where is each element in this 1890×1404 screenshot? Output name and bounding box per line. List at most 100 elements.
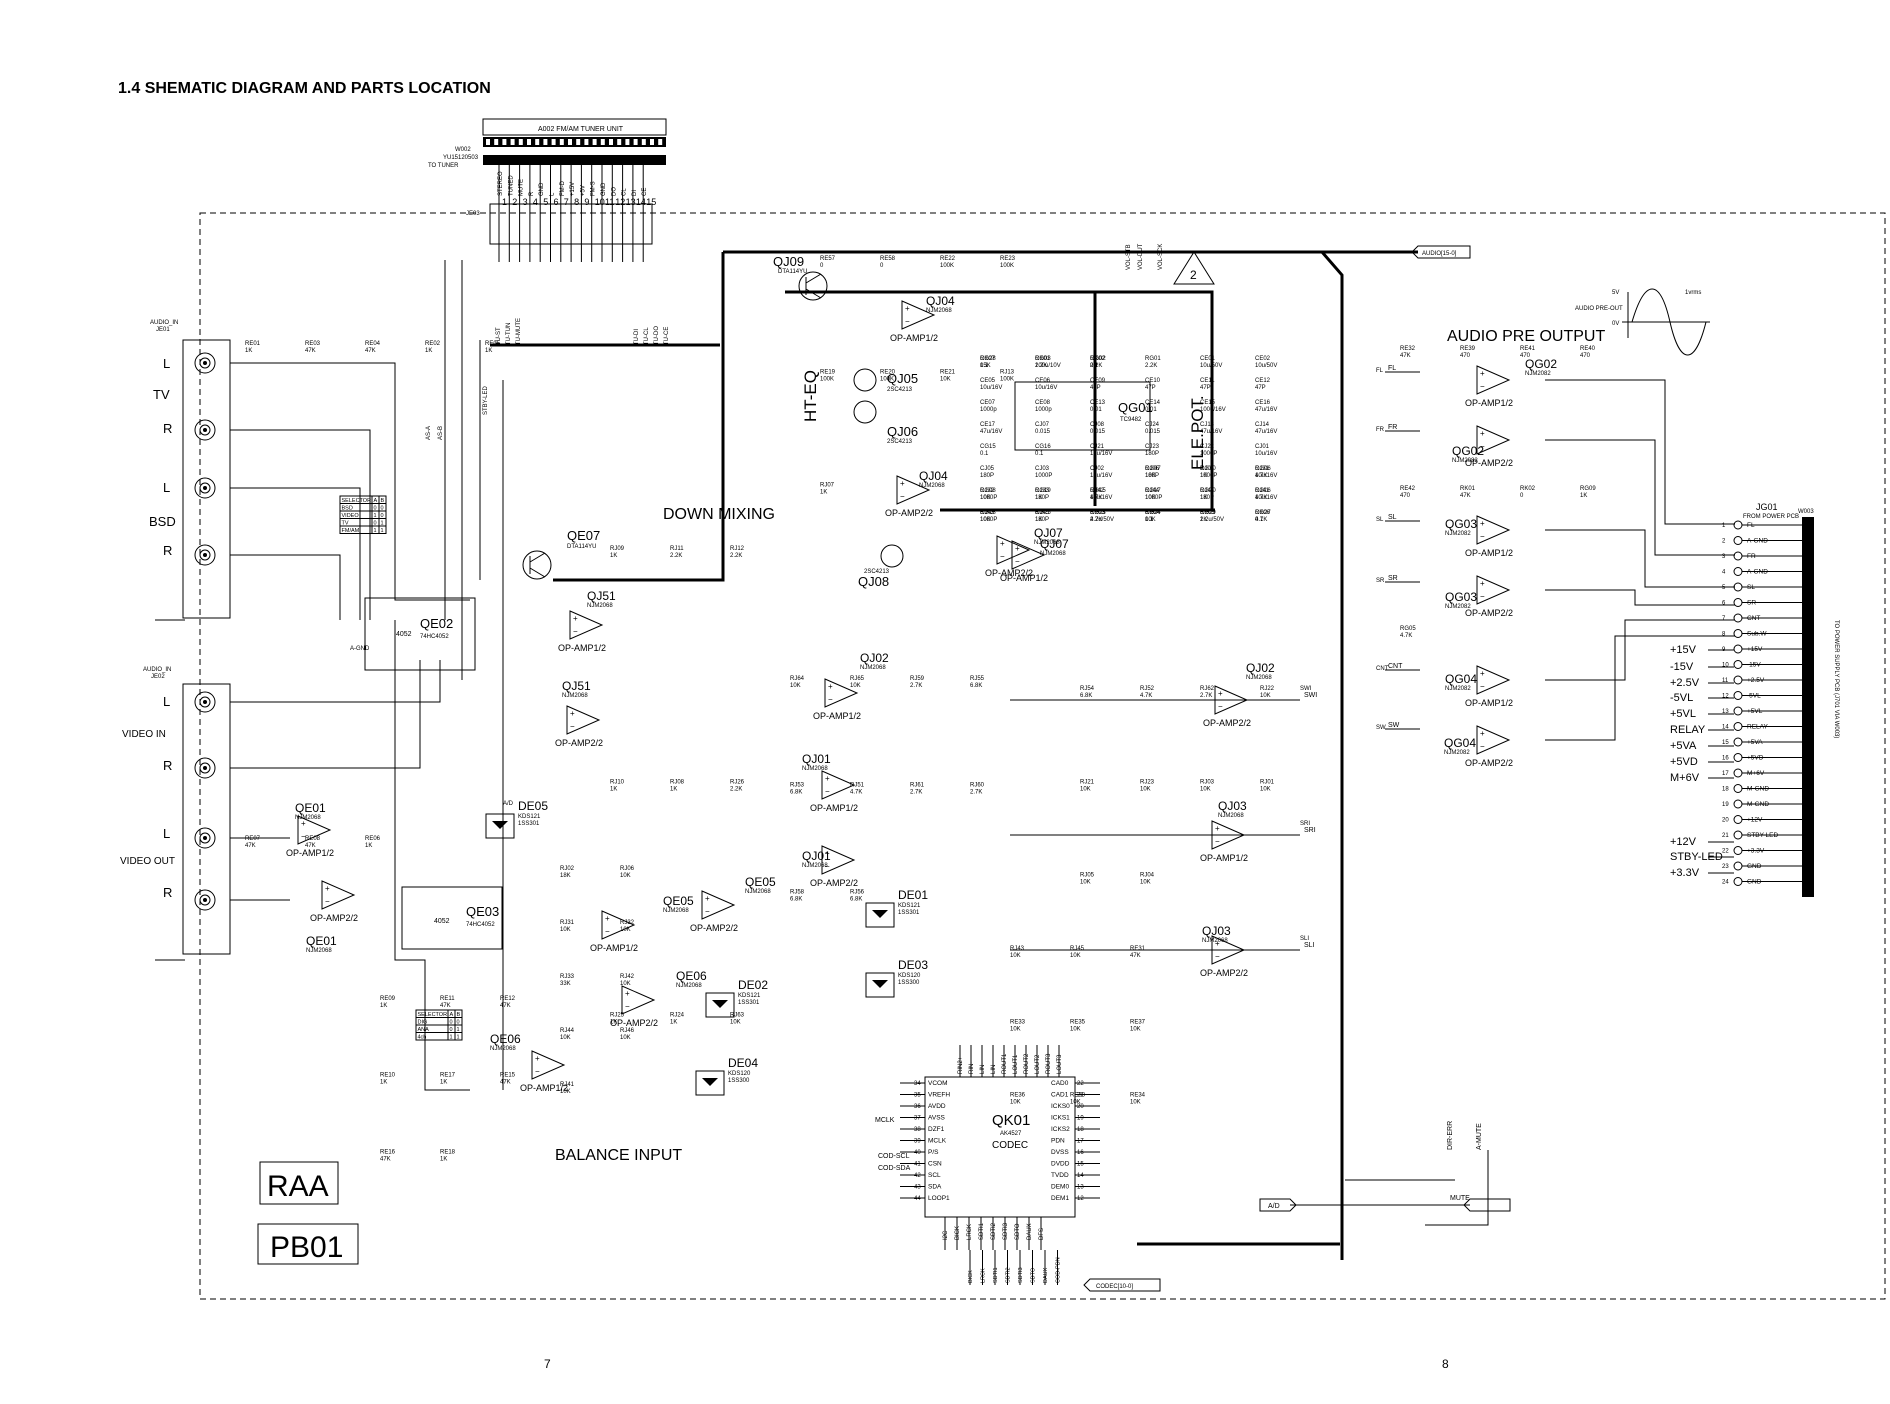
codec-pin-number: 21: [1077, 1093, 1084, 1099]
component-value: 10u/16V: [1090, 495, 1112, 501]
selector-cell: A: [450, 1012, 454, 1018]
jg01-supply-label: M+6V: [1670, 772, 1700, 784]
codec-pin-name: SDTI2: [991, 1222, 997, 1240]
component-value: 1K: [670, 786, 677, 792]
codec-pin-name: CSN: [928, 1161, 942, 1168]
codec-bus-pin: SDTO: [1031, 1267, 1037, 1283]
opamp-half: OP-AMP1/2: [558, 643, 606, 653]
component-ref: RG07: [1145, 466, 1161, 472]
component-value: 1K: [440, 1156, 447, 1162]
opamp-half: OP-AMP1/2: [1200, 853, 1248, 863]
codec-aux-label: COD-SCL: [878, 1153, 910, 1160]
tuner-pin-number: 3: [523, 197, 528, 207]
component-value: 18K: [560, 873, 571, 879]
jg01-pin-signal: A-GND: [1747, 538, 1768, 545]
component-value: 100K: [1000, 263, 1014, 269]
component-value: 10K: [560, 927, 571, 933]
component-ref: CJ46: [1200, 488, 1215, 494]
audio-bus-tag: AUDIO[15-0]: [1411, 245, 1471, 259]
component-value: 2.2K: [1145, 363, 1157, 369]
jg01-pin-number: 6: [1722, 601, 1726, 607]
component-value: 47K: [365, 348, 376, 354]
svg-text:TV: TV: [153, 387, 170, 402]
net-label: SR: [1376, 578, 1385, 584]
opamp-ref: QG03: [1445, 590, 1477, 604]
pre-output-signal: SW: [1388, 722, 1400, 729]
jg01-pin-number: 15: [1722, 740, 1729, 746]
component-value: 10K: [1130, 1100, 1141, 1106]
codec-pin-name: DFS: [1039, 1228, 1045, 1240]
board-frame: [199, 212, 1886, 1300]
codec-pin-number: 13: [1077, 1185, 1084, 1191]
component-value: 470: [1400, 493, 1411, 499]
svg-text:74HC4052: 74HC4052: [466, 922, 495, 928]
component-value: 47K: [305, 843, 316, 849]
selector-cell: 1: [457, 1035, 460, 1041]
component-value: 1K: [380, 1003, 387, 1009]
opamp-ref: QJ02: [1246, 661, 1275, 675]
tuner-pin-signal: FM-S: [591, 181, 597, 196]
jg01-pin-number: 18: [1722, 787, 1729, 793]
codec-bus-tag: CODEC[10-0]: [1083, 1278, 1161, 1292]
component-ref: RJ60: [970, 783, 985, 789]
component-value: 0.01: [1090, 407, 1102, 413]
component-value: 10K: [1080, 880, 1091, 886]
opamp-minus: −: [1480, 382, 1485, 391]
component-value: 10K: [1070, 1100, 1081, 1106]
tuner-net-name: TU-DI: [634, 329, 640, 345]
tuner-pin-signal: GND: [601, 182, 607, 196]
component-ref: CJ33: [1035, 488, 1050, 494]
tuner-net-name: TU-CE: [664, 327, 670, 345]
net-label: SW: [1376, 725, 1386, 731]
component-ref: RJ23: [1140, 779, 1155, 785]
opamp-half: OP-AMP1/2: [890, 333, 938, 343]
component-ref: RJ13: [1000, 369, 1015, 375]
transistor-qj08: QJ08 2SC4213: [858, 544, 904, 589]
component-value: 10K: [1070, 1026, 1081, 1032]
component-value: 100K: [820, 376, 834, 382]
opamp-part: NJM2082: [1444, 750, 1470, 756]
board-label-pb01: PB01: [257, 1223, 359, 1265]
selector-cell: SELECTOR: [418, 1012, 448, 1018]
jg01-pin-signal: A-GND: [1747, 569, 1768, 576]
tuner-pin-number: 6: [554, 197, 559, 207]
component-ref: RE18: [440, 1149, 456, 1155]
codec-pin-name: AVSS: [928, 1115, 946, 1122]
net-label: AS-B: [438, 426, 444, 440]
opamp-half: OP-AMP2/2: [690, 923, 738, 933]
opamp-part: NJM2068: [490, 1046, 516, 1052]
codec-pin-name: VREFH: [928, 1092, 950, 1099]
output-net: SWI: [1304, 692, 1317, 699]
component-ref: CJ24: [1145, 422, 1160, 428]
component-value: 10u/16V: [1035, 385, 1057, 391]
opamp-plus: +: [605, 914, 610, 923]
component-value: 10u/16V: [1255, 473, 1277, 479]
diode-part: KDS121: [898, 903, 921, 909]
svg-text:QJ08: QJ08: [858, 574, 889, 589]
component-ref: CK02: [1090, 356, 1106, 362]
component-ref: RE42: [1400, 486, 1416, 492]
tuner-pin-signal: STEREO: [498, 171, 504, 196]
codec-pin-name: LOUT1: [1013, 1054, 1019, 1074]
tuner-pin-signal: DI: [632, 190, 638, 196]
opamp-minus: −: [1015, 557, 1020, 566]
codec-pin-name: DEM0: [1051, 1184, 1069, 1191]
codec-pin-name: ROUT2: [1024, 1053, 1030, 1074]
svg-text:JE01: JE01: [156, 327, 170, 333]
component-value: 100u/10V: [1035, 363, 1061, 369]
page-number-left: 7: [544, 1357, 551, 1371]
svg-text:2SC4213: 2SC4213: [887, 439, 913, 445]
net-label: FR: [1376, 427, 1385, 433]
component-value: 1000p: [1035, 407, 1052, 413]
selector-cell: 1: [374, 528, 377, 534]
component-ref: CK05: [1200, 510, 1216, 516]
opamp-ref: QG02: [1452, 444, 1484, 458]
svg-text:4052: 4052: [396, 631, 412, 638]
pre-output-wiring: [1010, 371, 1735, 951]
opamp-minus: −: [301, 832, 306, 841]
selector-cell: 0: [374, 506, 377, 512]
